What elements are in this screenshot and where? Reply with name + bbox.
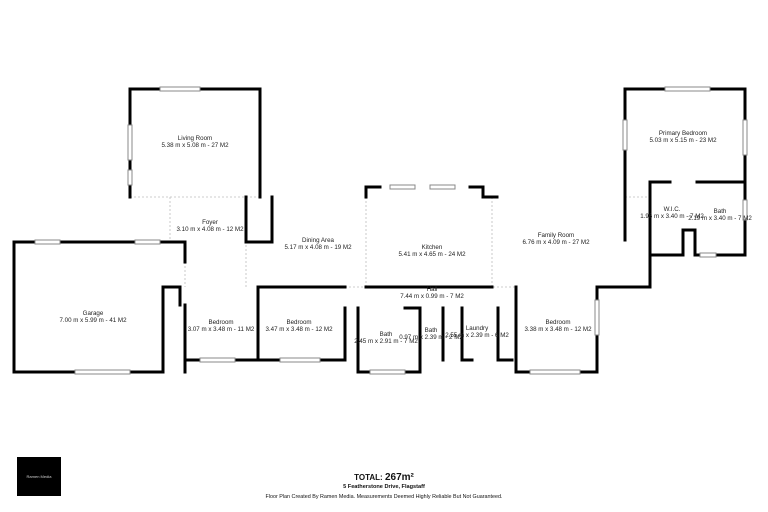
- bedroom-2-name: Bedroom: [286, 319, 311, 326]
- primary-bedroom-dims: 5.03 m x 5.15 m - 23 M2: [649, 137, 717, 144]
- foyer-dims: 3.10 m x 4.08 m - 12 M2: [176, 226, 244, 233]
- garage-dims: 7.00 m x 5.99 m - 41 M2: [59, 317, 127, 324]
- dining-area-name: Dining Area: [302, 237, 335, 244]
- disclaimer: Floor Plan Created By Ramen Media. Measu…: [265, 494, 503, 500]
- total-area: TOTAL: 267m²: [0, 472, 768, 483]
- family-room-name: Family Room: [538, 232, 574, 239]
- bedroom-3-name: Bedroom: [545, 319, 570, 326]
- property-address: 5 Featherstone Drive, Flagstaff: [343, 484, 425, 490]
- windows: [34, 86, 748, 375]
- hall-dims: 7.44 m x 0.99 m - 7 M2: [400, 293, 464, 300]
- wic-dims: 1.96 m x 3.40 m - 7 M2: [640, 213, 704, 220]
- bath-3-dims: 0.97 m x 2.39 m - 2 M2: [399, 334, 463, 341]
- bedroom-2-dims: 3.47 m x 3.48 m - 12 M2: [265, 326, 333, 333]
- logo-text: Ramen Media: [26, 474, 52, 479]
- kitchen-dims: 5.41 m x 4.65 m - 24 M2: [398, 251, 466, 258]
- bedroom-3-dims: 3.38 m x 3.48 m - 12 M2: [524, 326, 592, 333]
- bath-3-name: Bath: [425, 327, 438, 334]
- dining-area-dims: 5.17 m x 4.08 m - 19 M2: [284, 244, 352, 251]
- walls: [12, 87, 747, 374]
- family-room-dims: 6.76 m x 4.09 m - 27 M2: [522, 239, 590, 246]
- primary-bath-dims: 2.19 m x 3.40 m - 7 M2: [688, 215, 752, 222]
- wic-name: W.I.C.: [664, 206, 681, 213]
- living-room-name: Living Room: [178, 135, 212, 142]
- total-value: 267m²: [384, 472, 414, 483]
- garage-name: Garage: [83, 310, 104, 317]
- total-label: TOTAL:: [354, 473, 383, 482]
- primary-bath-name: Bath: [714, 208, 727, 215]
- ramen-media-logo: Ramen Media: [17, 457, 61, 496]
- laundry-dims: 2.55 m x 2.39 m - 6 M2: [445, 332, 509, 339]
- hall-name: Hall: [427, 286, 438, 293]
- primary-bedroom-name: Primary Bedroom: [659, 130, 707, 137]
- kitchen-name: Kitchen: [422, 244, 443, 251]
- bedroom-1-name: Bedroom: [208, 319, 233, 326]
- room-labels: Living Room 5.38 m x 5.08 m - 27 M2 Prim…: [59, 130, 752, 345]
- laundry-name: Laundry: [466, 325, 489, 332]
- living-room-dims: 5.38 m x 5.08 m - 27 M2: [161, 142, 229, 149]
- bath-2-name: Bath: [380, 331, 393, 338]
- bedroom-1-dims: 3.07 m x 3.48 m - 11 M2: [188, 326, 255, 333]
- bath-2-dims: 2.45 m x 2.91 m - 7 M2: [354, 338, 418, 345]
- foyer-name: Foyer: [202, 219, 218, 226]
